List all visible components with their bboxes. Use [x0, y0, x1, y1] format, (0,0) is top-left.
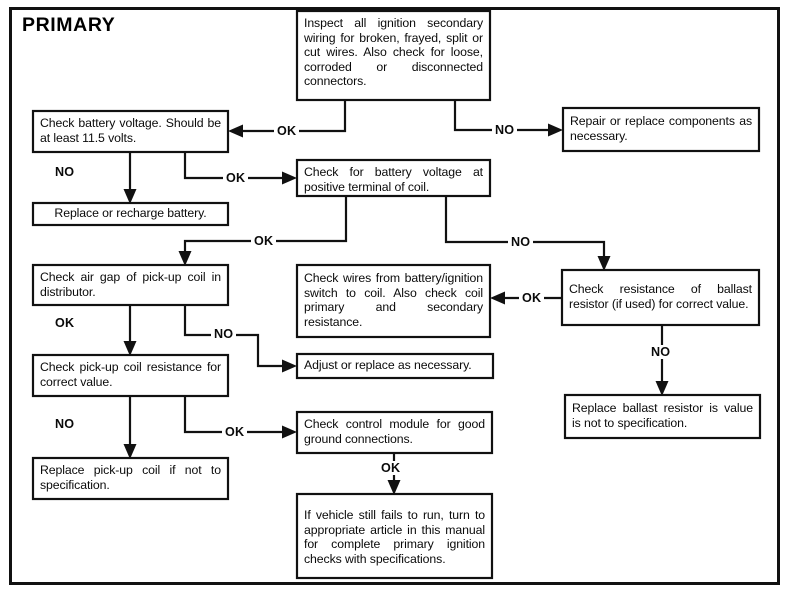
node-repair-components-box — [561, 106, 761, 153]
node-check-pickup-res-label: Check pick-up coil resistance for correc… — [40, 360, 221, 389]
edge-label-no-airgap-to-adjust: NO — [211, 327, 237, 341]
node-check-wires-coil-label: Check wires from battery/ignition switch… — [304, 271, 483, 329]
arrow-pickupres-to-replacepickup — [123, 444, 137, 459]
node-vehicle-still-fails-box — [295, 492, 494, 580]
node-replace-battery-label: Replace or recharge battery. — [54, 206, 207, 220]
arrow-ballast-to-replaceballast — [655, 381, 669, 396]
node-repair-components-label: Repair or replace components as necessar… — [570, 114, 752, 143]
arrow-inspect-to-repair — [548, 123, 563, 137]
node-check-wires-coil-box — [295, 263, 492, 339]
node-adjust-replace-label: Adjust or replace as necessary. — [304, 358, 472, 372]
page-title: PRIMARY — [22, 14, 116, 36]
arrow-controlmod-to-vehicle — [387, 480, 401, 495]
node-check-coil-positive-label: Check for battery voltage at positive te… — [304, 165, 483, 194]
node-replace-pickup-box — [31, 456, 230, 501]
edge-pickupres-to-controlmod — [183, 396, 285, 434]
edge-label-no-ballast-to-replace: NO — [648, 345, 674, 359]
node-replace-battery-box — [31, 201, 230, 227]
edge-label-ok-battery-to-coilpos: OK — [223, 171, 249, 185]
edge-airgap-to-adjust — [183, 305, 285, 368]
arrow-coilpos-to-airgap — [178, 251, 192, 266]
edge-inspect-to-repair — [453, 100, 551, 132]
node-check-coil-positive-box — [295, 158, 492, 198]
node-check-control-mod-box — [295, 410, 494, 455]
node-replace-ballast-box — [563, 393, 762, 440]
edge-label-no-battery-to-replace: NO — [52, 165, 78, 179]
node-inspect-wiring-box — [295, 9, 492, 102]
arrow-inspect-to-battery — [228, 124, 243, 138]
arrow-battery-to-coilpos — [282, 171, 297, 185]
edge-label-no-coilpos-to-ballast: NO — [508, 235, 534, 249]
edge-label-ok-controlmod-to-vehicle: OK — [378, 461, 404, 475]
node-check-ballast-label: Check resistance of ballast resistor (if… — [569, 282, 752, 311]
arrow-airgap-to-adjust — [282, 359, 297, 373]
node-check-battery-volt-label: Check battery voltage. Should be at leas… — [40, 116, 221, 145]
edge-label-no-pickupres-to-replace: NO — [52, 417, 78, 431]
edge-battery-to-coilpos — [183, 152, 285, 180]
edge-label-ok-pickupres-to-controlmod: OK — [222, 425, 248, 439]
node-vehicle-still-fails-label: If vehicle still fails to run, turn to a… — [304, 508, 485, 566]
node-inspect-wiring-label: Inspect all ignition secondary wiring fo… — [304, 16, 483, 89]
edge-coilpos-to-ballast — [444, 196, 606, 259]
node-check-battery-volt-box — [31, 109, 230, 154]
edge-label-ok-ballast-to-wires: OK — [519, 291, 545, 305]
arrow-pickupres-to-controlmod — [282, 425, 297, 439]
node-check-air-gap-box — [31, 263, 230, 307]
diagram-border — [9, 7, 780, 585]
node-check-air-gap-label: Check air gap of pick-up coil in distrib… — [40, 270, 221, 299]
arrow-battery-to-replace — [123, 189, 137, 204]
edge-label-ok-airgap-to-pickupres: OK — [52, 316, 78, 330]
arrow-airgap-to-pickupres — [123, 341, 137, 356]
node-check-pickup-res-box — [31, 353, 230, 398]
arrow-ballast-to-wires — [490, 291, 505, 305]
edge-label-ok-coilpos-to-airgap: OK — [251, 234, 277, 248]
node-replace-pickup-label: Replace pick-up coil if not to specifica… — [40, 463, 221, 492]
edge-label-ok-inspect-to-battery: OK — [274, 124, 300, 138]
node-check-control-mod-label: Check control module for good ground con… — [304, 417, 485, 446]
arrow-coilpos-to-ballast — [597, 256, 611, 271]
node-replace-ballast-label: Replace ballast resistor is value is not… — [572, 401, 753, 430]
edge-label-no-inspect-to-repair: NO — [492, 123, 518, 137]
